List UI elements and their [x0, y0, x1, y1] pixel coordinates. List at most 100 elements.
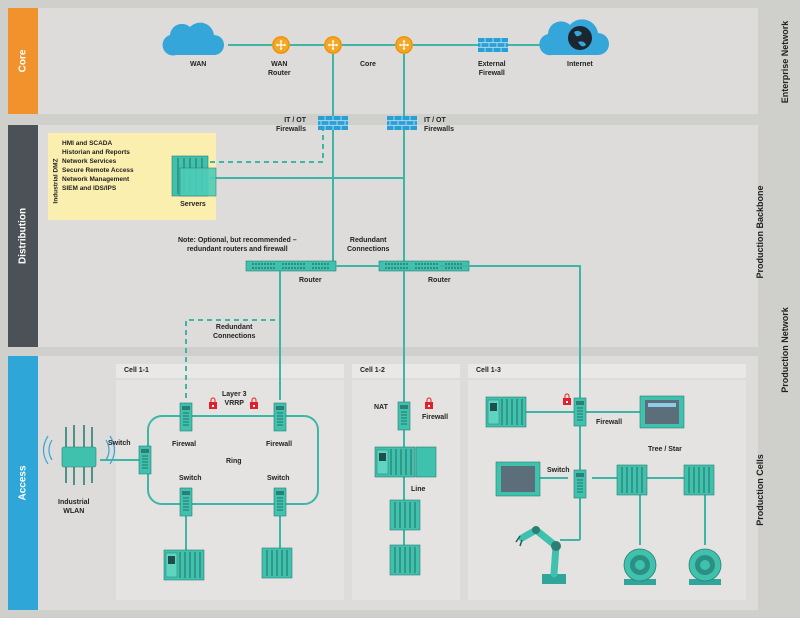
core-router-left-icon [323, 35, 343, 55]
cell-1-2-lock-icon [424, 397, 434, 410]
wan-router-label-line1: WAN [271, 61, 288, 68]
layer3-line1: Layer 3 [222, 391, 247, 398]
line-label: Line [411, 486, 426, 493]
cell-1-2-firewall-switch-icon [397, 401, 411, 431]
access-band: Access [8, 356, 38, 610]
external-firewall-label-line1: External [478, 61, 506, 68]
router-left-icon [245, 260, 337, 272]
cell-1-1-plc-right-icon [261, 547, 293, 579]
cell-1-3-io-rack-right-icon [683, 464, 715, 496]
servers-icon [171, 155, 217, 197]
cell-1-3-switch-icon [573, 469, 587, 499]
dmz-item: Network Management [62, 176, 130, 183]
cell-1-1-firewall-left-label: Firewal [172, 441, 197, 448]
itot-firewall-right-icon [386, 115, 418, 131]
itot-left-line1: IT / OT [284, 117, 306, 124]
cell-1-3-header: Cell 1-3 [468, 364, 746, 378]
wan-router-label: WAN Router [268, 60, 291, 78]
wlan-line1: Industrial [58, 499, 90, 506]
router-left-label: Router [299, 277, 322, 284]
redundant-low-line2: Connections [213, 333, 256, 340]
optional-note-line1: Note: Optional, but recommended – [178, 237, 297, 244]
wan-router-icon [271, 35, 291, 55]
distribution-band: Distribution [8, 125, 38, 347]
cell-1-2-plc-icon [374, 446, 416, 478]
hmi-panel-left-icon [495, 461, 541, 497]
cell-1-3-firewall-label: Firewall [596, 419, 623, 426]
dmz-item: SIEM and IDS/IPS [62, 185, 117, 192]
cell-1-1-title: Cell 1-1 [124, 367, 149, 374]
cell-1-1-header: Cell 1-1 [116, 364, 344, 378]
cell-1-3-firewall-switch-icon [573, 397, 587, 427]
cell-1-2-header: Cell 1-2 [352, 364, 460, 378]
external-firewall-icon [477, 37, 509, 53]
firewall-right-switch-icon [273, 402, 287, 432]
dmz-item: Network Services [62, 158, 117, 165]
itot-right-line2: Firewalls [424, 126, 454, 133]
core-label: Core [360, 61, 376, 68]
motor-right-icon [688, 548, 722, 586]
router-left-dashed-link [185, 271, 281, 400]
dmz-item: HMI and SCADA [62, 140, 113, 147]
firewall-left-switch-icon [179, 402, 193, 432]
wlan-line2: WLAN [63, 508, 85, 515]
dmz-item: Historian and Reports [62, 149, 130, 156]
switch-ring-right-icon [273, 487, 287, 517]
servers-to-fw-left-dashed-link [210, 130, 324, 163]
wan-router-label-line2: Router [268, 70, 291, 77]
router-right-to-cell3-link [440, 265, 581, 400]
redundant-low-line1: Redundant [215, 324, 253, 331]
itot-right-line1: IT / OT [424, 117, 446, 124]
itot-firewalls-right-label: IT / OT Firewalls [424, 116, 454, 134]
redundant-top-line2: Connections [347, 246, 390, 253]
switch-left-label: Switch [108, 440, 131, 447]
motor-left-icon [623, 548, 657, 586]
nat-label: NAT [374, 404, 388, 411]
layer3-line2: VRRP [224, 400, 244, 407]
cell-1-3-switch-label: Switch [547, 467, 570, 474]
optional-note: Note: Optional, but recommended – redunda… [178, 236, 297, 254]
vrrp-lock-left-icon [208, 397, 218, 410]
switch-ring-left-icon [179, 487, 193, 517]
cell-1-2-io-module [415, 446, 437, 478]
switch-ring-right-label: Switch [267, 475, 290, 482]
optional-note-line2: redundant routers and firewall [186, 246, 288, 253]
wan-cloud-icon [162, 22, 224, 56]
cell-1-2-io-rack-low-icon [389, 544, 421, 576]
cell-1-3-io-rack-mid-icon [616, 464, 648, 496]
router-right-label: Router [428, 277, 451, 284]
hmi-panel-top-icon [639, 395, 685, 429]
switch-left-icon [138, 445, 152, 475]
itot-firewall-left-icon [317, 115, 349, 131]
tree-star-label: Tree / Star [648, 446, 682, 453]
ring-label: Ring [226, 458, 242, 465]
switch-ring-left-label: Switch [179, 475, 202, 482]
wan-label: WAN [190, 61, 207, 68]
cell-1-2-title: Cell 1-2 [360, 367, 385, 374]
redundant-top-line1: Redundant [349, 237, 387, 244]
dmz-item-list: HMI and SCADA Historian and Reports Netw… [62, 139, 134, 193]
cell-1-3-lock-icon [562, 393, 572, 406]
core-panel [38, 8, 758, 114]
vrrp-lock-right-icon [249, 397, 259, 410]
cell-1-2-firewall-label: Firewall [422, 414, 449, 421]
internet-label: Internet [567, 61, 593, 68]
layer3-vrrp-label: Layer 3 VRRP [222, 390, 247, 408]
itot-firewalls-left-label: IT / OT Firewalls [276, 116, 306, 134]
external-firewall-label-line2: Firewall [478, 70, 505, 77]
internet-globe-icon [539, 19, 609, 56]
itot-left-line2: Firewalls [276, 126, 306, 133]
cell-1-3-plc-top-icon [485, 396, 527, 428]
dmz-item: Secure Remote Access [62, 167, 134, 174]
cell-1-3-title: Cell 1-3 [476, 367, 501, 374]
core-band: Core [8, 8, 38, 114]
robot-arm-icon [515, 526, 566, 584]
core-router-right-icon [394, 35, 414, 55]
cell-1-1-plc-left-icon [163, 549, 205, 581]
cell-1-1-firewall-right-label: Firewall [266, 441, 293, 448]
